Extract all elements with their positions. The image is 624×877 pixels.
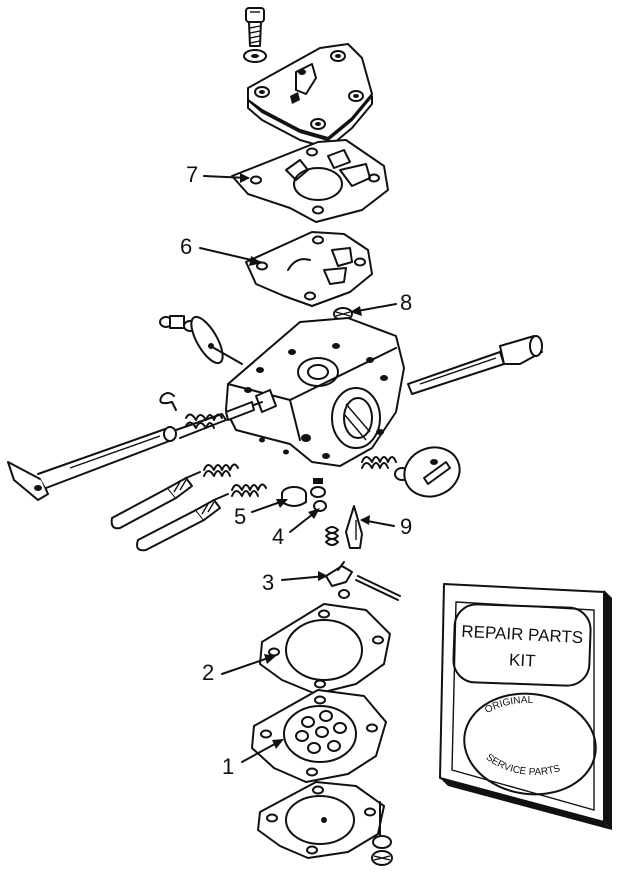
retaining-clip	[159, 392, 177, 411]
mixture-needles	[110, 463, 267, 552]
bottom-cover-screw	[371, 801, 393, 866]
part-9-inlet-needle	[325, 505, 363, 549]
callout-5: 5	[234, 504, 246, 529]
throttle-plate-screw	[159, 315, 243, 365]
repair-parts-kit-card: REPAIR PARTS KIT ORIGINAL SERVICE PARTS	[439, 583, 612, 830]
callout-4: 4	[272, 524, 284, 549]
gasket-6	[245, 231, 373, 307]
fuel-inlet-fitting	[407, 335, 543, 395]
callout-8: 8	[400, 290, 412, 315]
top-cover-screw	[243, 7, 267, 63]
gasket-2	[259, 603, 391, 695]
idle-screw-spring	[361, 456, 410, 481]
part-4-valve	[310, 478, 327, 512]
callout-3: 3	[262, 570, 274, 595]
callout-1: 1	[222, 754, 234, 779]
leader-lines	[199, 173, 397, 763]
callout-2: 2	[202, 660, 214, 685]
callout-9: 9	[400, 514, 412, 539]
pump-diaphragm-disc	[403, 446, 461, 498]
callout-7: 7	[186, 162, 198, 187]
carburetor-body	[225, 317, 405, 467]
metering-cover	[247, 43, 373, 149]
part-5-cap	[281, 486, 307, 507]
throttle-shaft	[7, 401, 255, 501]
diaphragm-1	[251, 689, 387, 783]
gasket-7	[231, 139, 389, 223]
part-3-metering-lever	[325, 561, 401, 601]
kit-title-line2: KIT	[509, 650, 536, 670]
callout-6: 6	[180, 234, 192, 259]
bottom-cover-plate	[257, 781, 385, 859]
